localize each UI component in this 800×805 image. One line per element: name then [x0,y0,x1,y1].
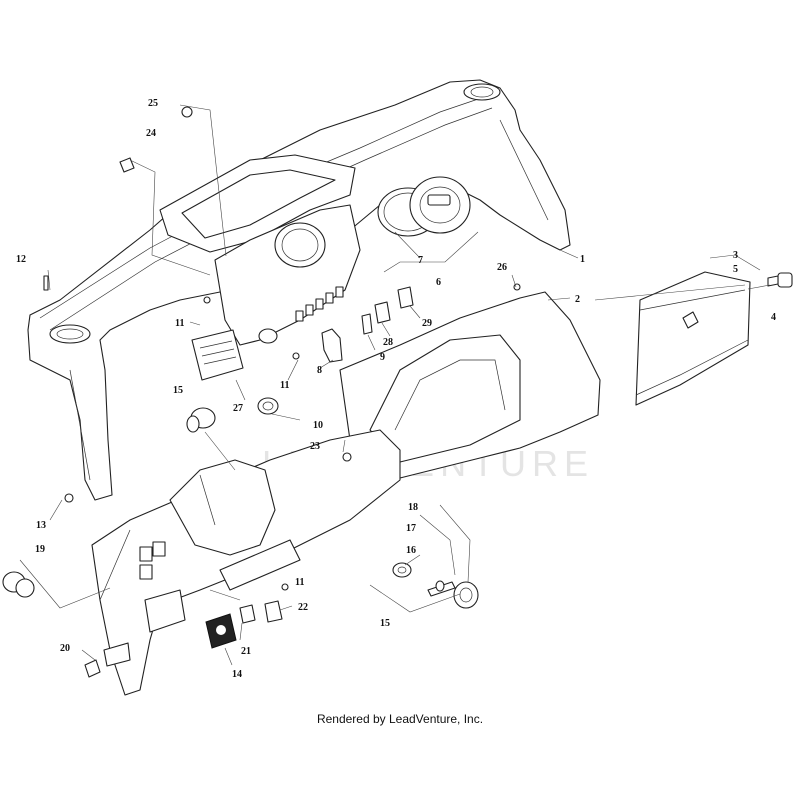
callout-28: 28 [383,337,393,348]
clip-9-part [361,313,373,335]
callout-24: 24 [146,128,156,139]
label-14-part [205,613,237,649]
switch-22-part [264,600,283,623]
knob-part [186,407,216,433]
callout-3: 3 [733,250,738,261]
switch-10-part [257,397,279,415]
lower-dash-panel-part [91,429,401,696]
callout-5: 5 [733,264,738,275]
gauge-cluster-part [377,176,471,237]
bracket-8-part [321,328,343,363]
callout-1: 1 [580,254,585,265]
callout-8: 8 [317,365,322,376]
glove-box-housing-part [339,291,601,479]
callout-19: 19 [35,544,45,555]
callout-11a: 11 [175,318,184,329]
callout-29: 29 [422,318,432,329]
clip-20-part [84,642,131,678]
switch-bank [295,286,344,322]
callout-13: 13 [36,520,46,531]
callout-10: 10 [313,420,323,431]
footer-credit: Rendered by LeadVenture, Inc. [316,712,484,726]
fasteners [43,106,521,591]
callout-4: 4 [771,312,776,323]
ring-16-part [392,562,412,578]
callout-21: 21 [241,646,251,657]
callout-18: 18 [408,502,418,513]
callout-22: 22 [298,602,308,613]
glove-box-lid-part [635,271,751,406]
callout-9: 9 [380,352,385,363]
callout-20: 20 [60,643,70,654]
callout-6: 6 [436,277,441,288]
callout-12: 12 [16,254,26,265]
callout-25: 25 [148,98,158,109]
callout-23: 23 [310,441,320,452]
callout-16: 16 [406,545,416,556]
callout-11c: 11 [295,577,304,588]
switch-21-part [239,604,256,624]
callout-14: 14 [232,669,242,680]
callout-7: 7 [418,255,423,266]
latch-part [767,272,793,288]
callout-26: 26 [497,262,507,273]
shaft-17-part [427,580,456,597]
knob-18-part [453,581,479,609]
switch-29-part [397,286,414,309]
warning-label-27 [191,329,244,381]
callout-15b: 15 [380,618,390,629]
callout-17: 17 [406,523,416,534]
callout-labels: 1 2 3 4 5 6 7 8 9 10 11 11 11 12 13 14 1… [16,98,776,680]
callout-2: 2 [575,294,580,305]
callout-11b: 11 [280,380,289,391]
leader-lines [19,104,771,666]
callout-27: 27 [233,403,243,414]
callout-15a: 15 [173,385,183,396]
plug-19-part [2,571,35,598]
switch-28-part [374,301,391,324]
